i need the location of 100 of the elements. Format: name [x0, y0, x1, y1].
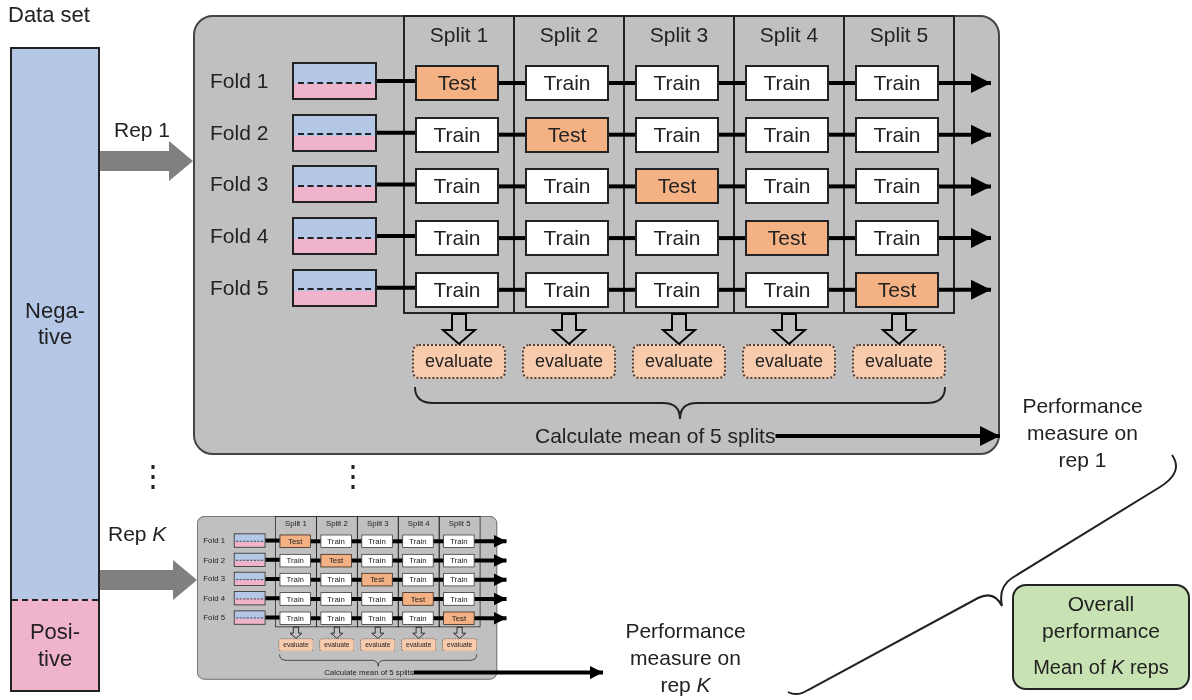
train-fold-cell: Train: [415, 116, 499, 153]
connector-line: [829, 287, 855, 292]
edge-label: Rep K: [108, 521, 167, 547]
connector-line: [719, 287, 745, 292]
train-fold-cell: Train: [415, 220, 499, 257]
connector-line: [377, 182, 415, 187]
arrow: [474, 611, 507, 625]
connector-line: [310, 558, 321, 563]
connector-line: [499, 184, 525, 189]
train-fold-cell: Train: [635, 271, 719, 308]
train-fold-cell: Train: [855, 65, 939, 101]
box-title: Overall performance: [1041, 591, 1161, 644]
connector-line: [433, 616, 444, 621]
train-fold-cell: Train: [855, 116, 939, 153]
train-fold-cell: Train: [525, 168, 609, 205]
train-fold-cell: Train: [525, 220, 609, 257]
connector-line: [719, 184, 745, 189]
column-heading: Split 3: [648, 23, 710, 47]
split-column: [843, 15, 955, 314]
row-label: Fold 3: [210, 171, 269, 198]
hollow-arrow: [330, 626, 344, 639]
column-heading: Split 5: [868, 23, 930, 47]
connector-line: [377, 130, 415, 135]
connector-line: [609, 287, 635, 292]
connector-line: [433, 539, 444, 544]
arrow: [474, 573, 507, 587]
arrow: [474, 554, 507, 567]
hollow-arrow: [371, 626, 385, 639]
test-fold-cell: Test: [745, 220, 829, 257]
connector-line: [310, 616, 321, 621]
arrow: [413, 666, 603, 680]
evaluate-tag: evaluate: [852, 344, 946, 379]
connector-line: [377, 285, 415, 290]
evaluate-tag: evaluate: [632, 344, 726, 379]
connector-line: [392, 597, 403, 601]
connector-line: [433, 597, 444, 601]
train-fold-cell: Train: [525, 65, 609, 101]
split-column: [403, 15, 515, 314]
train-fold-cell: Train: [745, 271, 829, 308]
train-fold-cell: Train: [415, 271, 499, 308]
connector-line: [265, 557, 280, 562]
train-fold-cell: Train: [855, 168, 939, 205]
column-heading: Split 2: [538, 23, 600, 47]
evaluate-tag: evaluate: [522, 344, 616, 379]
connector-line: [433, 558, 444, 563]
connector-line: [377, 234, 415, 239]
connector-line: [499, 236, 525, 241]
hollow-arrow: [412, 626, 426, 639]
train-fold-cell: Train: [635, 116, 719, 153]
connector-line: [392, 539, 403, 544]
edge-label: Rep 1: [114, 117, 171, 143]
connector-line: [609, 132, 635, 137]
connector-line: [392, 577, 403, 582]
connector-line: [433, 577, 444, 582]
arrow: [775, 426, 1000, 446]
hollow-arrow: [453, 626, 466, 639]
train-fold-cell: Train: [745, 116, 829, 153]
ellipsis-mark: ⋮: [138, 458, 168, 494]
test-fold-cell: Test: [635, 168, 719, 205]
connector-line: [265, 538, 280, 543]
arrow: [474, 592, 507, 606]
panel: [197, 516, 498, 680]
connector-line: [265, 596, 280, 601]
connector-line: [829, 81, 855, 85]
result-label: Performance measure on rep K: [603, 617, 768, 698]
connector-line: [351, 539, 362, 544]
ellipsis-mark: ⋮: [338, 458, 368, 494]
connector-line: [499, 132, 525, 137]
row-label: Fold 2: [210, 119, 269, 146]
row-label: Fold 5: [210, 274, 269, 301]
bar-segment: Posi- tive: [12, 599, 98, 690]
arrow: [939, 73, 991, 93]
test-fold-cell: Test: [855, 271, 939, 308]
connector-line: [351, 577, 362, 582]
split-column: [623, 15, 735, 314]
connector-line: [351, 597, 362, 601]
split-column: [733, 15, 845, 314]
test-fold-cell: Test: [525, 116, 609, 153]
box-text: Mean of K reps: [1032, 655, 1170, 680]
connector-line: [351, 616, 362, 621]
train-fold-cell: Train: [525, 271, 609, 308]
train-fold-cell: Train: [855, 220, 939, 257]
connector-line: [310, 577, 321, 582]
connector-line: [351, 558, 362, 563]
calculation-label: Calculate mean of 5 splits: [535, 423, 776, 449]
arrow: [939, 228, 991, 249]
evaluate-tag: evaluate: [412, 344, 506, 379]
column-heading: Data set: [8, 2, 90, 28]
column-heading: Split 1: [428, 23, 490, 47]
block-arrow: [100, 560, 197, 600]
column-heading: Split 4: [758, 23, 820, 47]
connector-line: [719, 81, 745, 85]
train-fold-cell: Train: [635, 220, 719, 257]
connector-line: [719, 236, 745, 241]
train-fold-cell: Train: [745, 168, 829, 205]
connector-line: [829, 236, 855, 241]
hollow-arrow: [289, 626, 303, 639]
train-fold-cell: Train: [745, 65, 829, 101]
hollow-arrow: [660, 313, 698, 346]
connector-line: [265, 577, 280, 581]
